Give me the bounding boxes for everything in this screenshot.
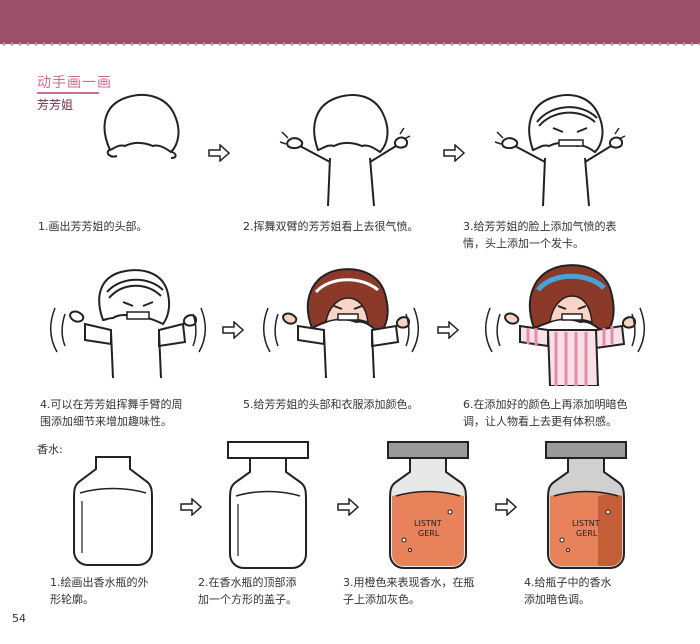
girl-step-5-caption: 5.给芳芳姐的头部和衣服添加颜色。 [243,398,419,411]
perfume-step-2-drawing [227,441,309,569]
header-band [0,0,700,44]
header-dot-border [0,41,700,47]
section-title-girl: 芳芳姐 [37,98,74,112]
girl-step-2-caption: 2.挥舞双臂的芳芳姐看上去很气愤。 [243,220,419,233]
girl-step-3-caption: 3.给芳芳姐的脸上添加气愤的表 情，头上添加一个发卡。 [463,220,617,250]
girl-step-4-drawing [50,269,206,378]
perfume-step-1-caption: 1.绘画出香水瓶的外 形轮廓。 [50,576,149,606]
bottle-label-line-2: GERL [576,529,598,538]
girl-step-6-drawing [485,264,645,386]
girl-step-1-caption: 1.画出芳芳姐的头部。 [38,220,148,233]
title-underline [37,92,99,94]
arrow-icon [222,321,244,339]
arrow-icon [208,144,230,162]
girl-step-5-drawing [263,268,419,378]
arrow-icon [437,321,459,339]
page-number: 54 [12,612,26,625]
bottle-label-line-2: GERL [418,529,440,538]
bottle-label-line-1: LISTNT [414,519,442,528]
girl-step-3-drawing [494,94,626,207]
arrow-icon [443,144,465,162]
perfume-step-2-caption: 2.在香水瓶的顶部添 加一个方形的盖子。 [198,576,297,606]
section-title-perfume: 香水: [37,443,63,456]
girl-step-1-drawing [103,94,180,159]
bottle-label-line-1: LISTNT [572,519,600,528]
girl-step-2-drawing [279,94,411,207]
girl-step-6-caption: 6.在添加好的颜色上再添加明暗色 调，让人物看上去更有体积感。 [463,398,628,428]
page-title: 动手画一画 [37,75,112,91]
arrow-icon [180,498,202,516]
perfume-step-1-drawing [73,456,153,566]
perfume-step-3-drawing: LISTNT GERL [387,441,469,569]
perfume-step-4-caption: 4.给瓶子中的香水 添加暗色调。 [524,576,612,606]
perfume-step-4-drawing: LISTNT GERL [545,441,627,569]
perfume-step-3-caption: 3.用橙色来表现香水，在瓶 子上添加灰色。 [343,576,475,606]
arrow-icon [337,498,359,516]
arrow-icon [495,498,517,516]
girl-step-4-caption: 4.可以在芳芳姐挥舞手臂的周 围添加细节来增加趣味性。 [40,398,183,428]
